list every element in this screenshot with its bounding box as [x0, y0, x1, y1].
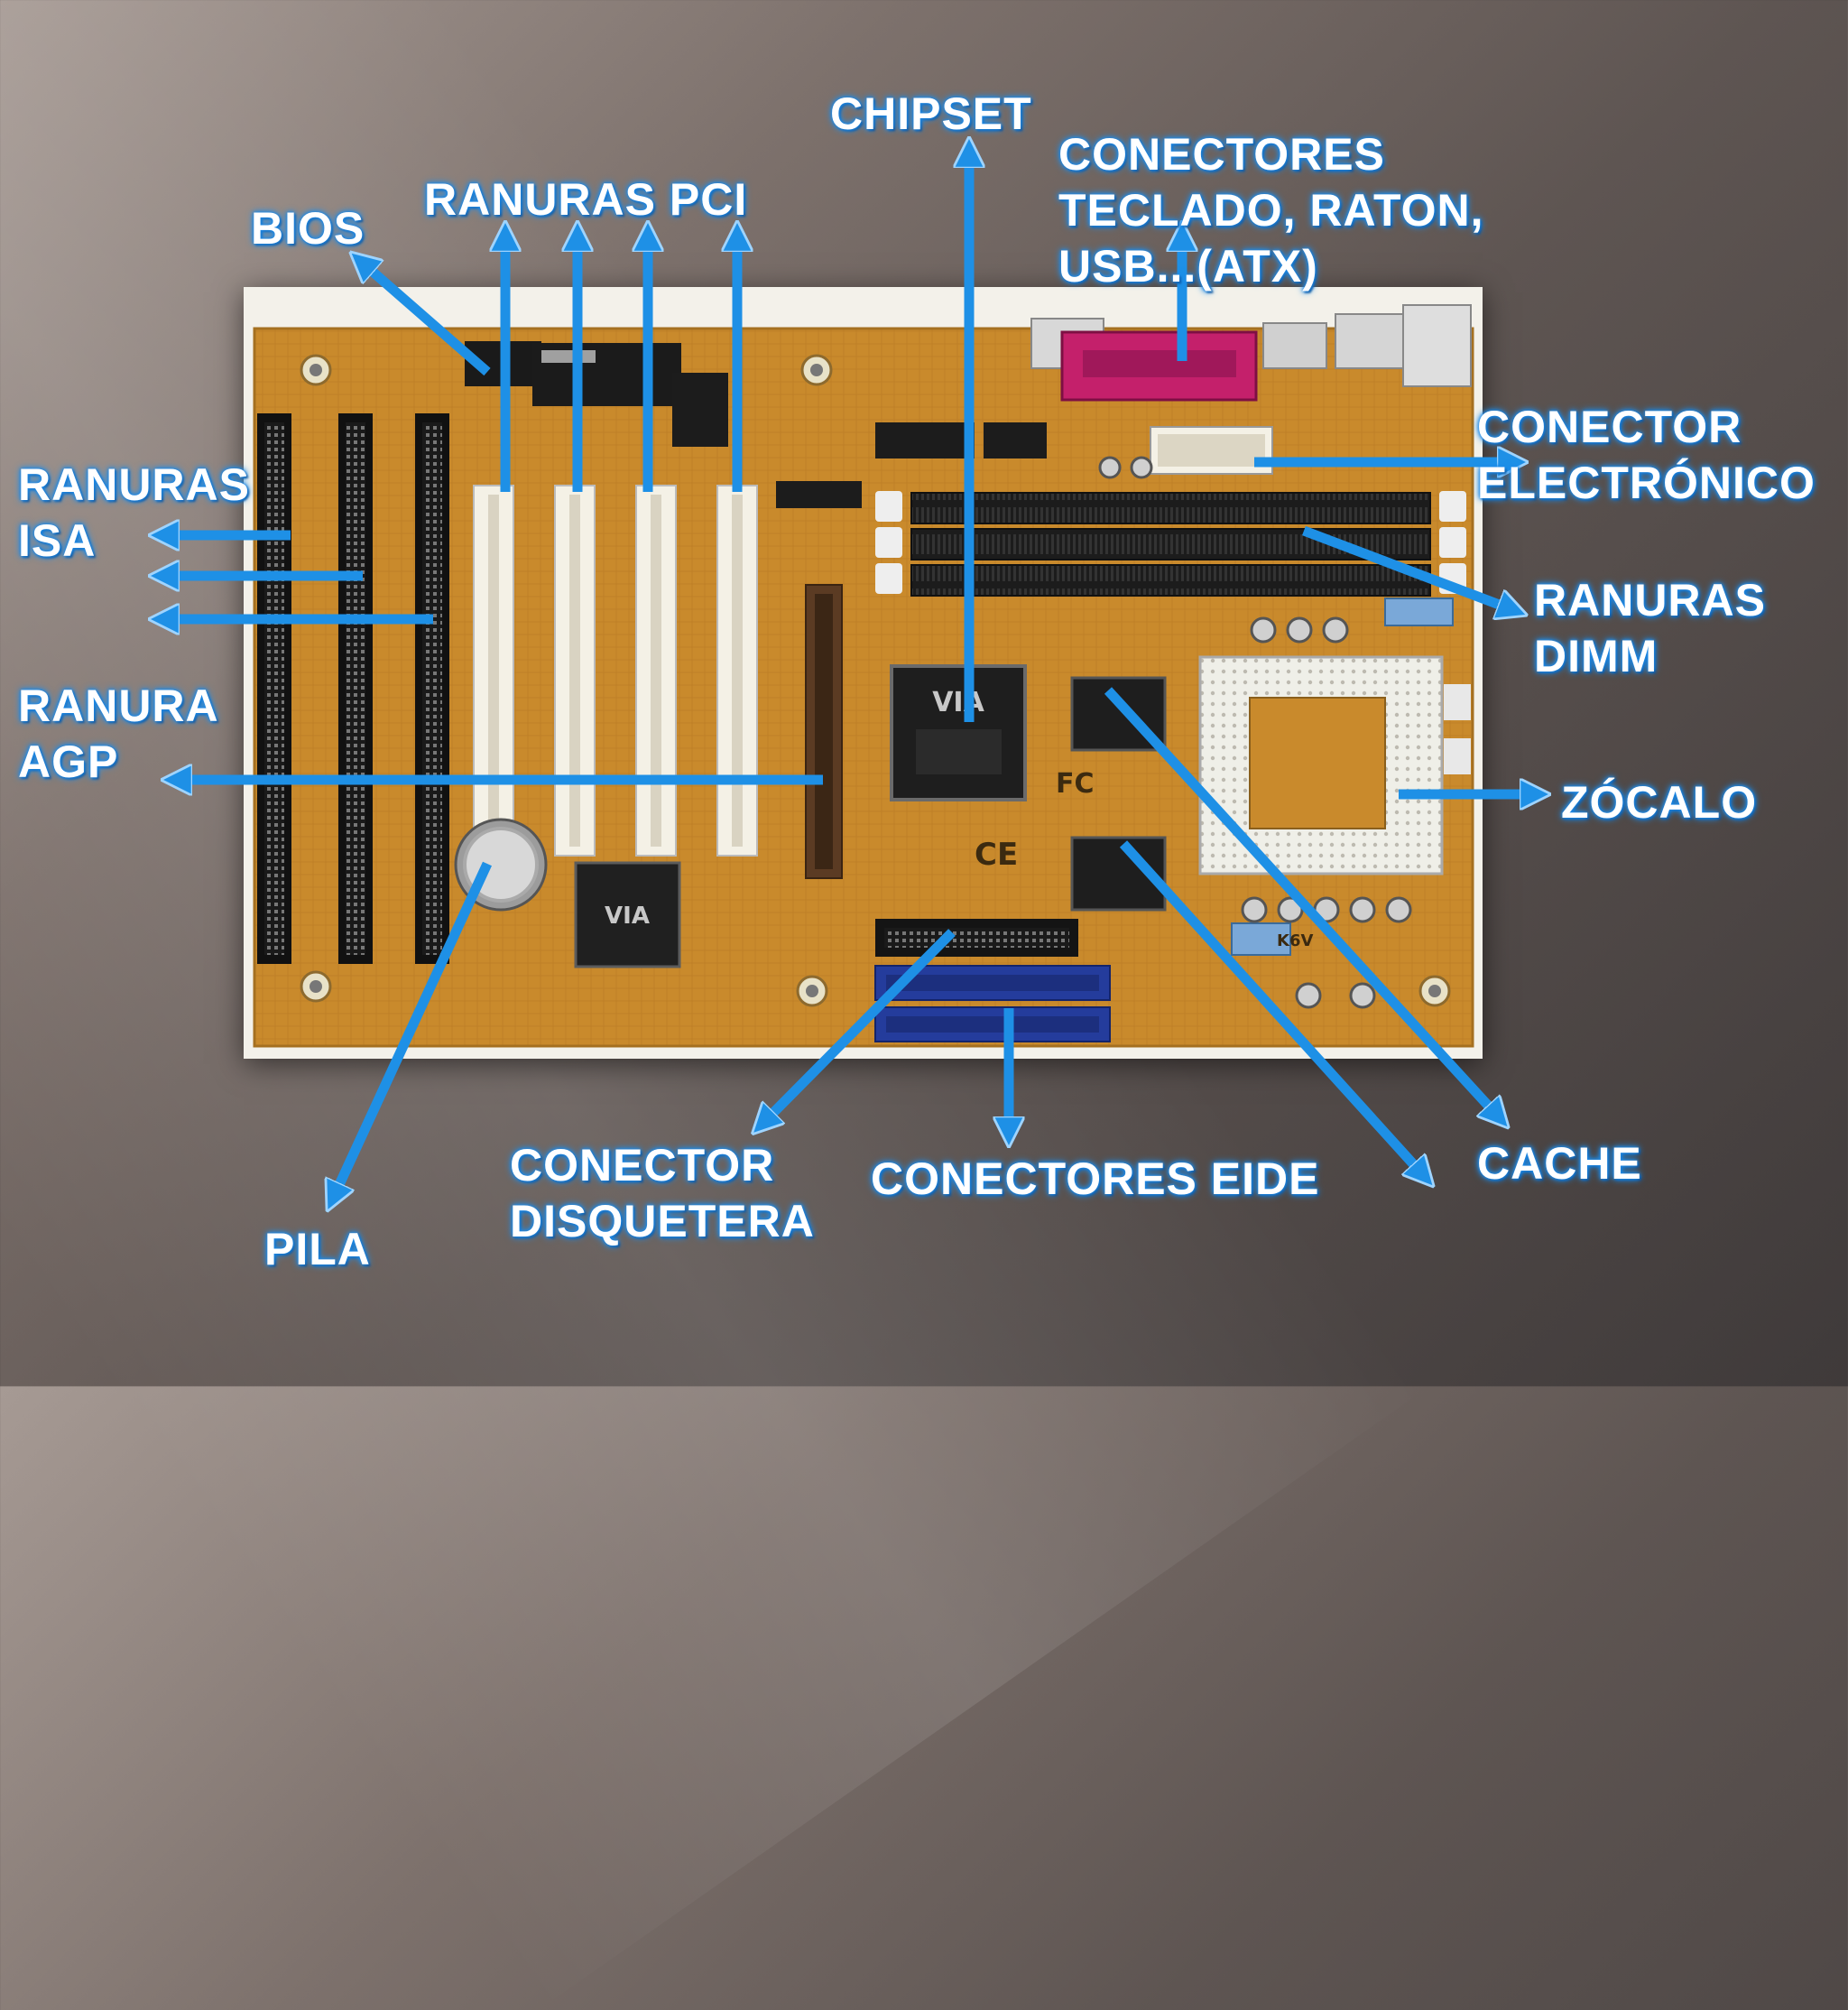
label-conector-disquetera: CONECTOR DISQUETERA — [510, 1140, 815, 1246]
label-ranuras-dimm: RANURAS DIMM — [1534, 575, 1766, 681]
southbridge-chip: VIA — [574, 861, 681, 968]
label-cache: CACHE — [1477, 1138, 1642, 1189]
isa-slots — [257, 413, 449, 964]
northbridge-chip: VIA — [890, 664, 1027, 801]
dip-switch — [1384, 597, 1454, 626]
svg-text:VIA: VIA — [932, 687, 984, 718]
motherboard-photo: VIA VIA CE FC — [244, 287, 1483, 1059]
arrow-pila — [332, 861, 492, 1200]
floppy-connector — [875, 919, 1078, 957]
label-conector-electronico: CONECTOR ELECTRÓNICO — [1477, 402, 1816, 508]
label-bios: BIOS — [251, 203, 365, 254]
motherboard-illustration: VIA VIA CE FC — [253, 304, 1474, 1048]
arrow-bios — [359, 260, 491, 376]
label-ranuras-pci: RANURAS PCI — [424, 174, 748, 225]
svg-text:VIA: VIA — [605, 903, 650, 930]
agp-slot — [805, 584, 843, 879]
label-conectores-eide: CONECTORES EIDE — [871, 1153, 1320, 1204]
label-ranuras-isa: RANURAS ISA — [18, 459, 250, 566]
arrow-cache-1 — [1104, 687, 1501, 1119]
eide-connectors — [874, 965, 1111, 1042]
clock-chip — [672, 373, 728, 447]
capacitors — [1098, 456, 1412, 1009]
ce-mark: CE — [975, 837, 1018, 873]
back-panel-ports — [1030, 304, 1472, 402]
label-chipset: CHIPSET — [830, 88, 1032, 139]
fc-mark: FC — [1056, 768, 1095, 800]
label-zocalo: ZÓCALO — [1561, 777, 1758, 828]
arrow-disquetera — [761, 929, 956, 1125]
label-conectores-teclado: CONECTORES TECLADO, RATON, USB...(ATX) — [1058, 129, 1484, 292]
label-ranura-agp: RANURA AGP — [18, 681, 219, 787]
callout-arrows — [0, 0, 1848, 1386]
arrow-dimm — [1302, 525, 1516, 611]
label-pila: PILA — [264, 1224, 371, 1274]
pci-slots — [473, 485, 758, 857]
atx-power-connector — [1150, 426, 1273, 475]
arrow-cache-2 — [1119, 840, 1426, 1178]
model-mark: K6V — [1277, 931, 1313, 950]
